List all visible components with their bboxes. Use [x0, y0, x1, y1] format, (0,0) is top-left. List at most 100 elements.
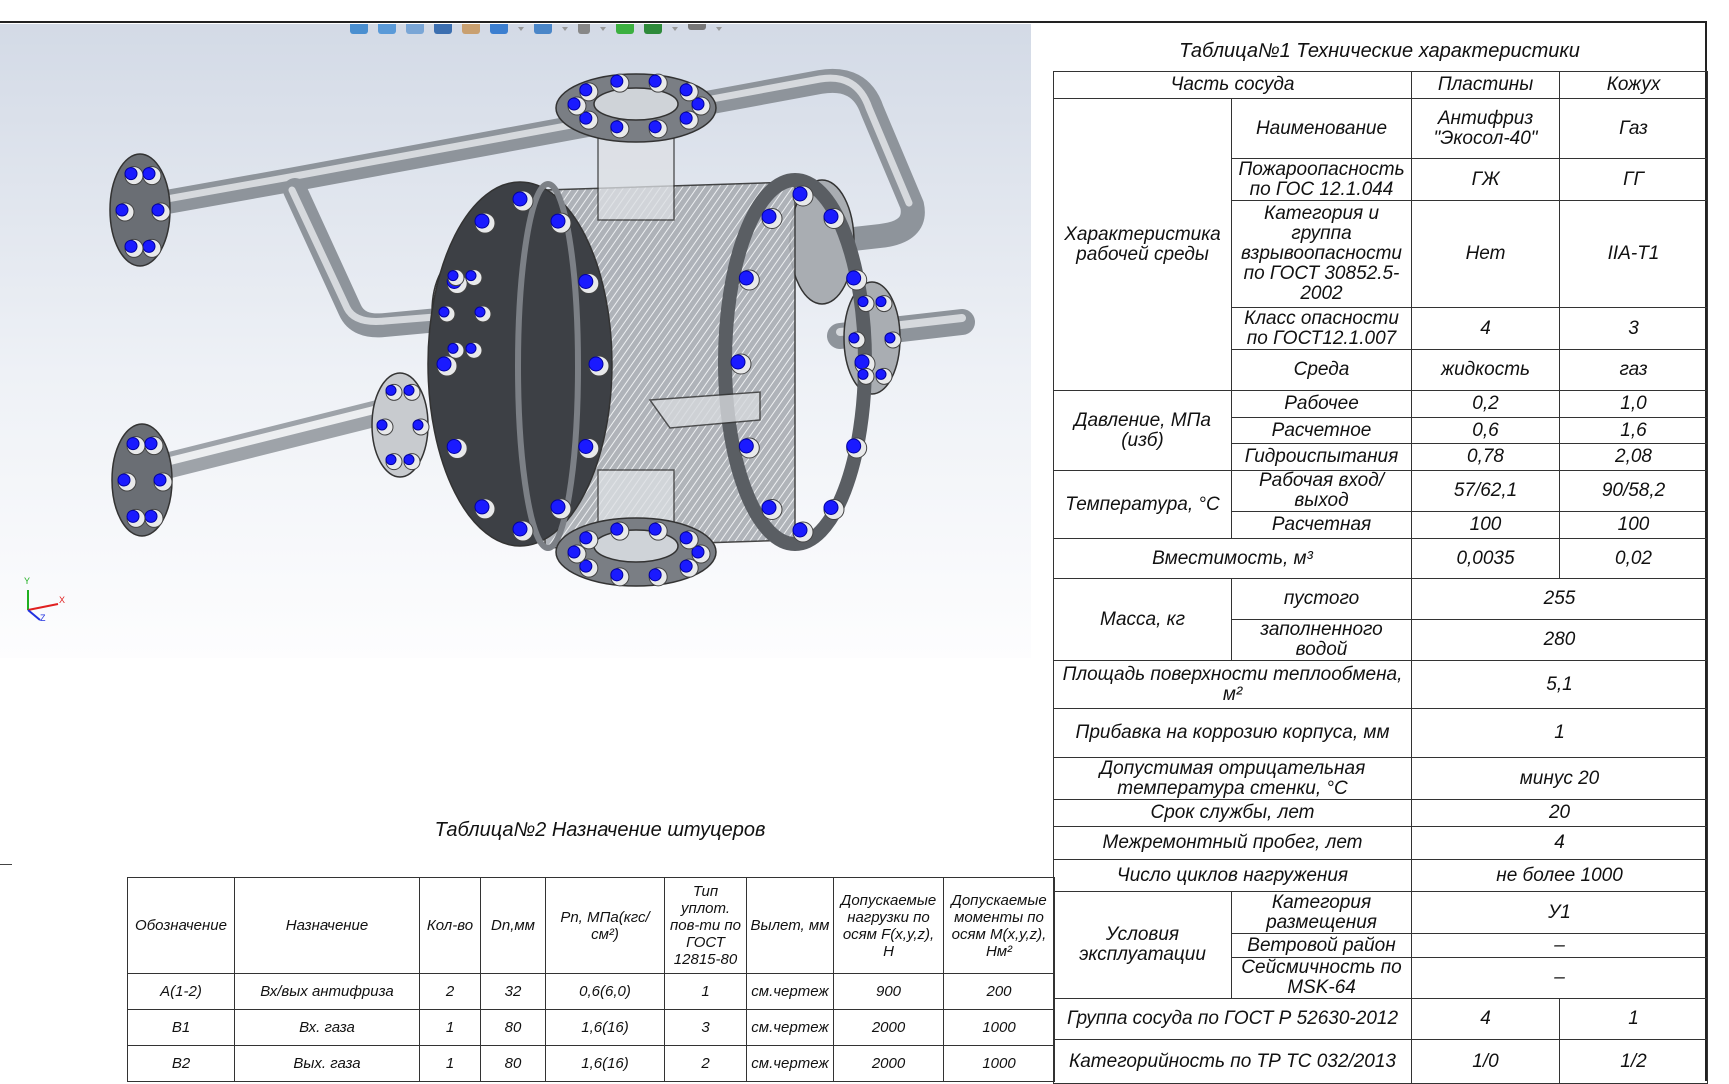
zoom-area-icon[interactable]	[378, 24, 396, 34]
bolt	[738, 270, 754, 286]
bolt	[465, 342, 477, 354]
bolt	[846, 270, 862, 286]
hide-show-icon[interactable]	[578, 24, 590, 34]
bolt	[376, 419, 388, 431]
table-cell: 32	[480, 973, 546, 1010]
edit-appearance-icon[interactable]	[616, 24, 634, 34]
bolt	[691, 545, 705, 559]
zoom-to-fit-icon[interactable]	[350, 24, 368, 34]
table-cell: 1,6	[1559, 417, 1709, 444]
section-view-icon[interactable]	[434, 24, 452, 34]
view-orientation-icon[interactable]	[490, 24, 508, 34]
bolt	[512, 521, 528, 537]
table-cell: 3	[1559, 307, 1709, 350]
dropdown-arrow-icon[interactable]	[600, 27, 606, 31]
bolt	[648, 522, 662, 536]
bolt	[823, 209, 839, 225]
bolt	[578, 274, 594, 289]
bolt	[144, 509, 158, 523]
bolt	[648, 120, 662, 134]
bolt	[610, 522, 624, 536]
dropdown-arrow-icon[interactable]	[716, 27, 722, 31]
table-cell: Вых. газа	[234, 1045, 420, 1082]
table-header-cell: Часть сосуда	[1052, 71, 1413, 99]
table-cell: см.чертеж	[746, 1009, 834, 1046]
dropdown-arrow-icon[interactable]	[562, 27, 568, 31]
table-cell: 2	[419, 973, 481, 1010]
table-cell: Рабочая вход/выход	[1230, 470, 1413, 512]
table-cell: Наименование	[1230, 98, 1413, 159]
table-cell: Прибавка на коррозию корпуса, мм	[1052, 708, 1413, 758]
dropdown-arrow-icon[interactable]	[672, 27, 678, 31]
table-cell: Категорийность по ТР ТС 032/2013	[1052, 1039, 1413, 1084]
bolt	[151, 203, 165, 217]
bolt	[610, 74, 624, 88]
table-cell: ГЖ	[1411, 158, 1561, 201]
table-cell: 1/2	[1559, 1039, 1709, 1084]
table-cell: 0,78	[1411, 443, 1561, 471]
3d-model-viewport[interactable]: Y X Z	[0, 24, 1031, 658]
table-cell: 1	[419, 1009, 481, 1046]
table-cell: 100	[1559, 511, 1709, 539]
table-cell: 1	[419, 1045, 481, 1082]
bolt	[436, 356, 452, 372]
dropdown-arrow-icon[interactable]	[518, 27, 524, 31]
table-cell: У1	[1411, 891, 1709, 934]
bolt	[679, 531, 693, 545]
table-cell: 90/58,2	[1559, 470, 1709, 512]
bolt	[567, 545, 581, 559]
bolt	[144, 437, 158, 451]
table-cell: 2000	[833, 1045, 944, 1082]
bolt	[875, 368, 887, 380]
table-cell: IIA-T1	[1559, 200, 1709, 308]
table-cell: Нет	[1411, 200, 1561, 308]
table-cell: заполненного водой	[1230, 619, 1413, 661]
dynamic-annotation-icon[interactable]	[462, 24, 480, 34]
table-cell: –	[1411, 933, 1709, 958]
bolt	[385, 384, 397, 396]
table-cell: ГГ	[1559, 158, 1709, 201]
table-row: Сейсмичность по MSK-64–	[1054, 957, 1709, 999]
bolt	[792, 186, 808, 202]
display-style-icon[interactable]	[534, 24, 552, 34]
table-header-cell: Dn,мм	[480, 877, 546, 974]
apply-scene-icon[interactable]	[644, 24, 662, 34]
bolt	[403, 454, 415, 466]
table-cell: 2	[664, 1045, 747, 1082]
table-cell: газ	[1559, 349, 1709, 391]
bolt	[579, 559, 593, 573]
bolt	[846, 438, 862, 454]
bolt	[438, 306, 450, 318]
axis-x-label: X	[59, 595, 66, 605]
table-cell: Вместимость, м³	[1052, 538, 1413, 579]
table-header-cell: Тип уплот. пов-ти по ГОСТ 12815-80	[664, 877, 747, 974]
table-row: Ветровой район–	[1054, 933, 1709, 958]
table-cell: 1/0	[1411, 1039, 1561, 1084]
bolt	[115, 203, 129, 217]
bolt	[848, 332, 860, 344]
table-cell: A(1-2)	[127, 973, 235, 1010]
bolt	[412, 419, 424, 431]
previous-view-icon[interactable]	[406, 24, 424, 34]
bolt	[578, 439, 594, 454]
view-settings-icon[interactable]	[688, 24, 706, 30]
table-cell: 0,02	[1559, 538, 1709, 579]
table-cell: минус 20	[1411, 757, 1709, 800]
table1-title: Таблица№1 Технические характеристики	[1179, 40, 1580, 62]
table-cell: 57/62,1	[1411, 470, 1561, 512]
table-cell: 20	[1411, 799, 1709, 827]
bolt	[446, 439, 462, 454]
table-header-cell: Кожух	[1559, 71, 1709, 99]
